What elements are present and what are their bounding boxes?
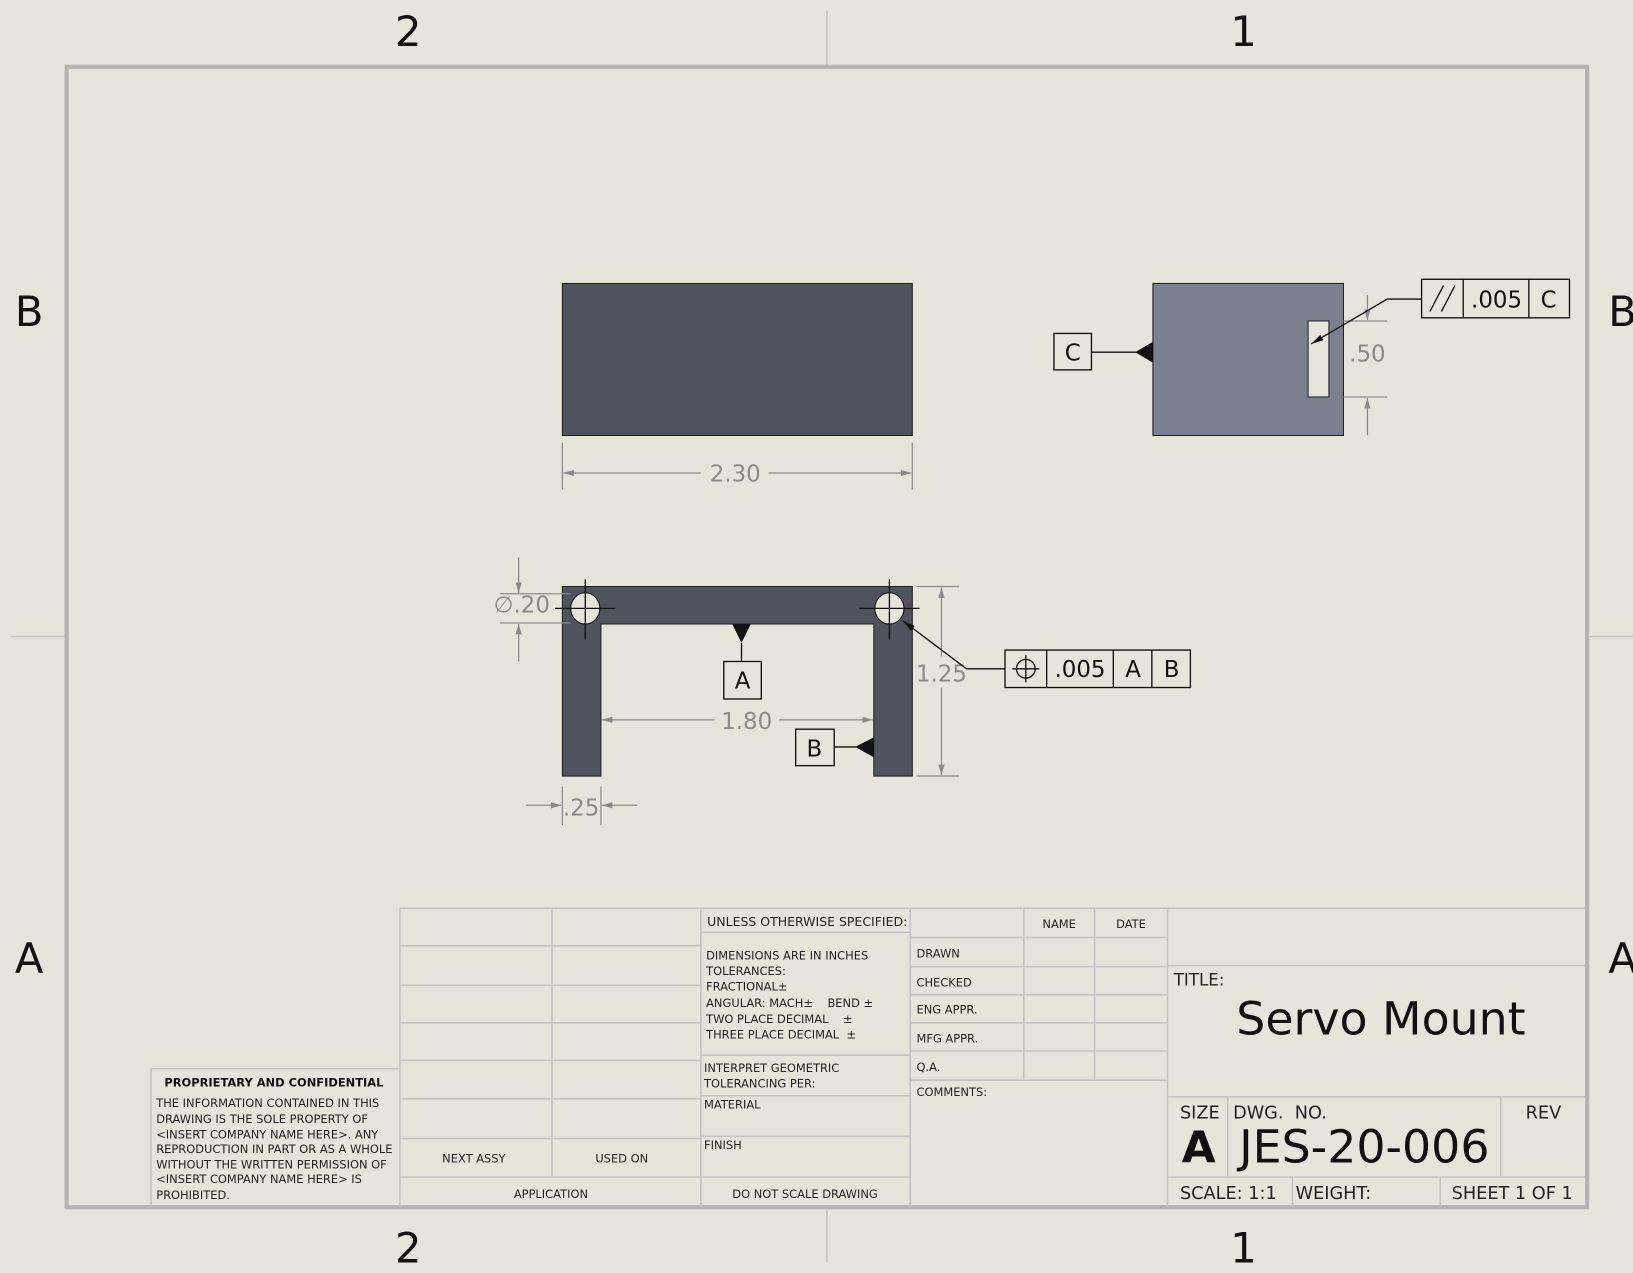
tolerance-line: TOLERANCES:	[705, 964, 786, 978]
fcf-datum: C	[1541, 287, 1557, 313]
sheet-border	[64, 64, 1590, 1210]
title-block: PROPRIETARY AND CONFIDENTIAL THE INFORMA…	[150, 907, 1586, 1208]
sheet-size: A	[1182, 1122, 1216, 1173]
approval-qa: Q.A.	[916, 1060, 940, 1074]
svg-text:DRAWING IS THE SOLE PROPERTY O: DRAWING IS THE SOLE PROPERTY OF	[156, 1112, 368, 1126]
comments-label: COMMENTS:	[916, 1085, 987, 1099]
zone-label: 2	[395, 7, 422, 56]
top-view[interactable]: 2.30	[561, 282, 913, 490]
fcf-tolerance: .005	[1054, 657, 1105, 683]
front-view[interactable]: ∅.20 A 1.80 B 1.25 .25 .005 A B	[494, 557, 1192, 826]
tolerance-line: DIMENSIONS ARE IN INCHES	[706, 948, 868, 962]
datum-b-box	[794, 728, 835, 767]
zone-label: 1	[1230, 1223, 1257, 1272]
position-icon	[1012, 655, 1040, 683]
svg-text:PROPRIETARY AND CONFIDENTIAL: PROPRIETARY AND CONFIDENTIAL	[164, 1075, 383, 1089]
fcf-datum-secondary: B	[1164, 657, 1180, 683]
weight-label: WEIGHT:	[1296, 1184, 1372, 1204]
unless-specified-label: UNLESS OTHERWISE SPECIFIED:	[707, 914, 907, 929]
dimension-leg-width[interactable]: .25	[563, 796, 599, 822]
datum-triangle-icon	[855, 737, 874, 758]
svg-text:REPRODUCTION IN PART OR AS A W: REPRODUCTION IN PART OR AS A WHOLE	[156, 1142, 392, 1156]
zone-label: B	[15, 287, 44, 336]
title-label: TITLE:	[1173, 970, 1225, 989]
dimension-height[interactable]: 1.25	[916, 661, 967, 687]
material-label: MATERIAL	[704, 1097, 761, 1111]
datum-triangle-icon	[732, 624, 751, 643]
hole-right[interactable]	[859, 579, 920, 640]
feature-control-frame-position[interactable]: .005 A B	[1004, 649, 1192, 689]
tolerance-line: FRACTIONAL±	[706, 980, 787, 994]
interpret-label: INTERPRET GEOMETRIC	[704, 1061, 839, 1075]
part-top-face[interactable]	[561, 282, 913, 437]
rev-label: REV	[1526, 1104, 1562, 1124]
datum-a-label: A	[735, 669, 751, 695]
dimension-width[interactable]: 2.30	[710, 461, 761, 487]
svg-text:THE INFORMATION CONTAINED IN T: THE INFORMATION CONTAINED IN THIS	[155, 1096, 379, 1110]
size-label: SIZE	[1180, 1104, 1220, 1124]
datum-c-label: C	[1065, 341, 1081, 367]
fcf-tolerance: .005	[1471, 287, 1522, 313]
datum-a-box	[723, 660, 762, 700]
feature-control-frame-parallelism[interactable]: .005 C	[1420, 278, 1571, 319]
finish-label: FINISH	[704, 1138, 742, 1152]
tolerance-line: ANGULAR: MACH± BEND ±	[706, 996, 873, 1010]
dimension-slot[interactable]: .50	[1349, 342, 1385, 368]
zone-markers: 2 1 2 1 B A B A	[10, 7, 1633, 1272]
approval-eng: ENG APPR.	[916, 1003, 977, 1017]
parallelism-icon	[1429, 285, 1456, 312]
dimension-inner-width[interactable]: 1.80	[721, 709, 772, 735]
drawing-number: JES-20-006	[1236, 1119, 1489, 1173]
zone-label: 1	[1230, 7, 1257, 56]
zone-label: B	[1608, 287, 1633, 336]
svg-text:PROHIBITED.: PROHIBITED.	[156, 1188, 230, 1202]
right-view[interactable]: C .50 .005 C	[1053, 278, 1571, 437]
datum-triangle-icon	[1135, 341, 1153, 363]
hole-left[interactable]	[555, 579, 616, 640]
svg-text:WITHOUT THE WRITTEN PERMISSION: WITHOUT THE WRITTEN PERMISSION OF	[156, 1158, 387, 1172]
zone-label: A	[15, 934, 44, 983]
dimension-hole-diameter[interactable]: ∅.20	[494, 593, 550, 619]
drawing-title: Servo Mount	[1236, 991, 1525, 1045]
interpret-label: TOLERANCING PER:	[703, 1076, 815, 1090]
slot	[1307, 320, 1330, 398]
used-on-label: USED ON	[595, 1151, 648, 1165]
next-assy-label: NEXT ASSY	[442, 1151, 506, 1165]
application-label: APPLICATION	[514, 1187, 588, 1201]
approval-checked: CHECKED	[916, 975, 972, 989]
approval-drawn: DRAWN	[916, 946, 959, 960]
datum-b-label: B	[807, 736, 823, 762]
tolerance-line: THREE PLACE DECIMAL ±	[705, 1028, 856, 1042]
zone-label: 2	[395, 1223, 422, 1272]
svg-text:<INSERT COMPANY NAME HERE>. A: <INSERT COMPANY NAME HERE>. ANY	[156, 1127, 379, 1141]
name-header: NAME	[1042, 917, 1075, 931]
tolerance-line: TWO PLACE DECIMAL ±	[705, 1012, 853, 1026]
do-not-scale-label: DO NOT SCALE DRAWING	[732, 1187, 878, 1201]
date-header: DATE	[1116, 917, 1146, 931]
approval-mfg: MFG APPR.	[916, 1032, 978, 1046]
fcf-datum-primary: A	[1125, 657, 1141, 683]
svg-text:<INSERT COMPANY NAME HERE> IS: <INSERT COMPANY NAME HERE> IS	[156, 1172, 362, 1186]
zone-label: A	[1608, 934, 1633, 983]
proprietary-notice: PROPRIETARY AND CONFIDENTIAL THE INFORMA…	[155, 1075, 392, 1201]
scale-label: SCALE: 1:1	[1180, 1184, 1277, 1204]
dwg-no-label: DWG. NO.	[1233, 1104, 1327, 1124]
sheet-number: SHEET 1 OF 1	[1452, 1184, 1573, 1204]
